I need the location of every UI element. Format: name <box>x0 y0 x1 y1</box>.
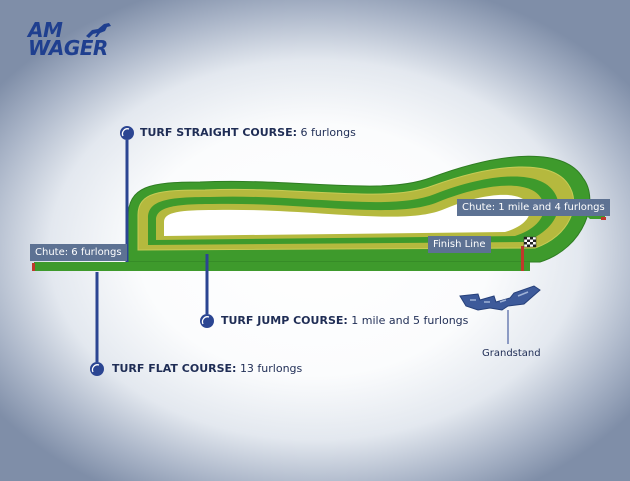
chute-6-furlongs-tag: Chute: 6 furlongs <box>30 244 127 261</box>
left-chute-marker <box>32 263 35 271</box>
turf-straight-course-distance: 6 furlongs <box>300 126 356 139</box>
flat-course-pin-icon <box>90 362 104 376</box>
turf-jump-course-name: TURF JUMP COURSE: <box>221 314 348 327</box>
chute-1-mile-4-furlongs-tag: Chute: 1 mile and 4 furlongs <box>457 199 610 216</box>
infield <box>164 194 530 236</box>
jump-course-pin-icon <box>200 314 214 328</box>
turf-straight-course-name: TURF STRAIGHT COURSE: <box>140 126 297 139</box>
straight-course-pin-icon <box>120 126 134 140</box>
checkered-flag-icon <box>523 236 537 248</box>
grandstand-shape <box>459 285 541 311</box>
finish-line-tag: Finish Line <box>428 236 491 253</box>
straight-course-stretch <box>34 262 530 271</box>
turf-flat-course-label: TURF FLAT COURSE: 13 furlongs <box>112 362 302 375</box>
right-chute-marker <box>601 217 606 220</box>
turf-jump-course-distance: 1 mile and 5 furlongs <box>351 314 469 327</box>
turf-flat-course-name: TURF FLAT COURSE: <box>112 362 237 375</box>
logo-line-wager: WAGER <box>28 36 108 60</box>
horse-icon <box>86 23 111 38</box>
finish-post <box>521 246 524 271</box>
grandstand-label: Grandstand <box>482 348 541 359</box>
am-wager-logo[interactable]: AM WAGER <box>28 20 128 62</box>
turf-straight-course-label: TURF STRAIGHT COURSE: 6 furlongs <box>140 126 356 139</box>
logo-line-am: AM <box>28 18 63 42</box>
turf-jump-course-label: TURF JUMP COURSE: 1 mile and 5 furlongs <box>221 314 468 327</box>
turf-flat-course-distance: 13 furlongs <box>239 362 303 375</box>
